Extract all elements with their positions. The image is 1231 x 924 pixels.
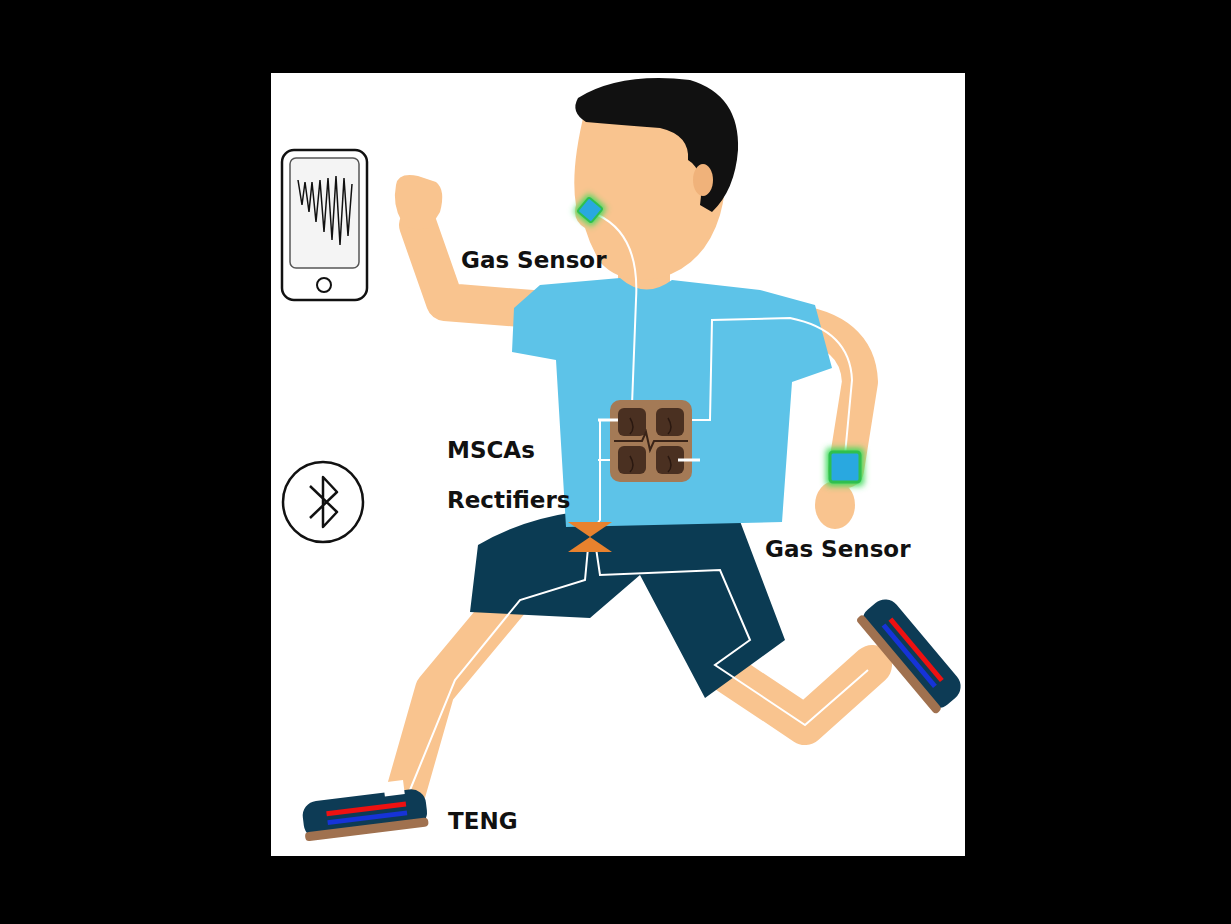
part-label: Gas Sensor [765, 536, 910, 562]
teng-shoe [856, 593, 967, 714]
gas-sensor-mouth [573, 193, 607, 227]
legs [405, 600, 872, 795]
left-arm [395, 175, 545, 310]
wires [410, 215, 868, 790]
rectifier-symbol [568, 522, 612, 552]
part-label: Rectifiers [447, 487, 571, 513]
panel [271, 73, 965, 856]
teng-shoe [300, 778, 429, 842]
bluetooth-icon [283, 462, 363, 542]
part-label: TENG [448, 808, 518, 834]
phone-icon [282, 150, 367, 300]
msca-patch [598, 400, 700, 482]
gas-sensor-wrist [826, 448, 864, 486]
part-label: Gas Sensor [461, 247, 606, 273]
part-label: MSCAs [447, 437, 535, 463]
